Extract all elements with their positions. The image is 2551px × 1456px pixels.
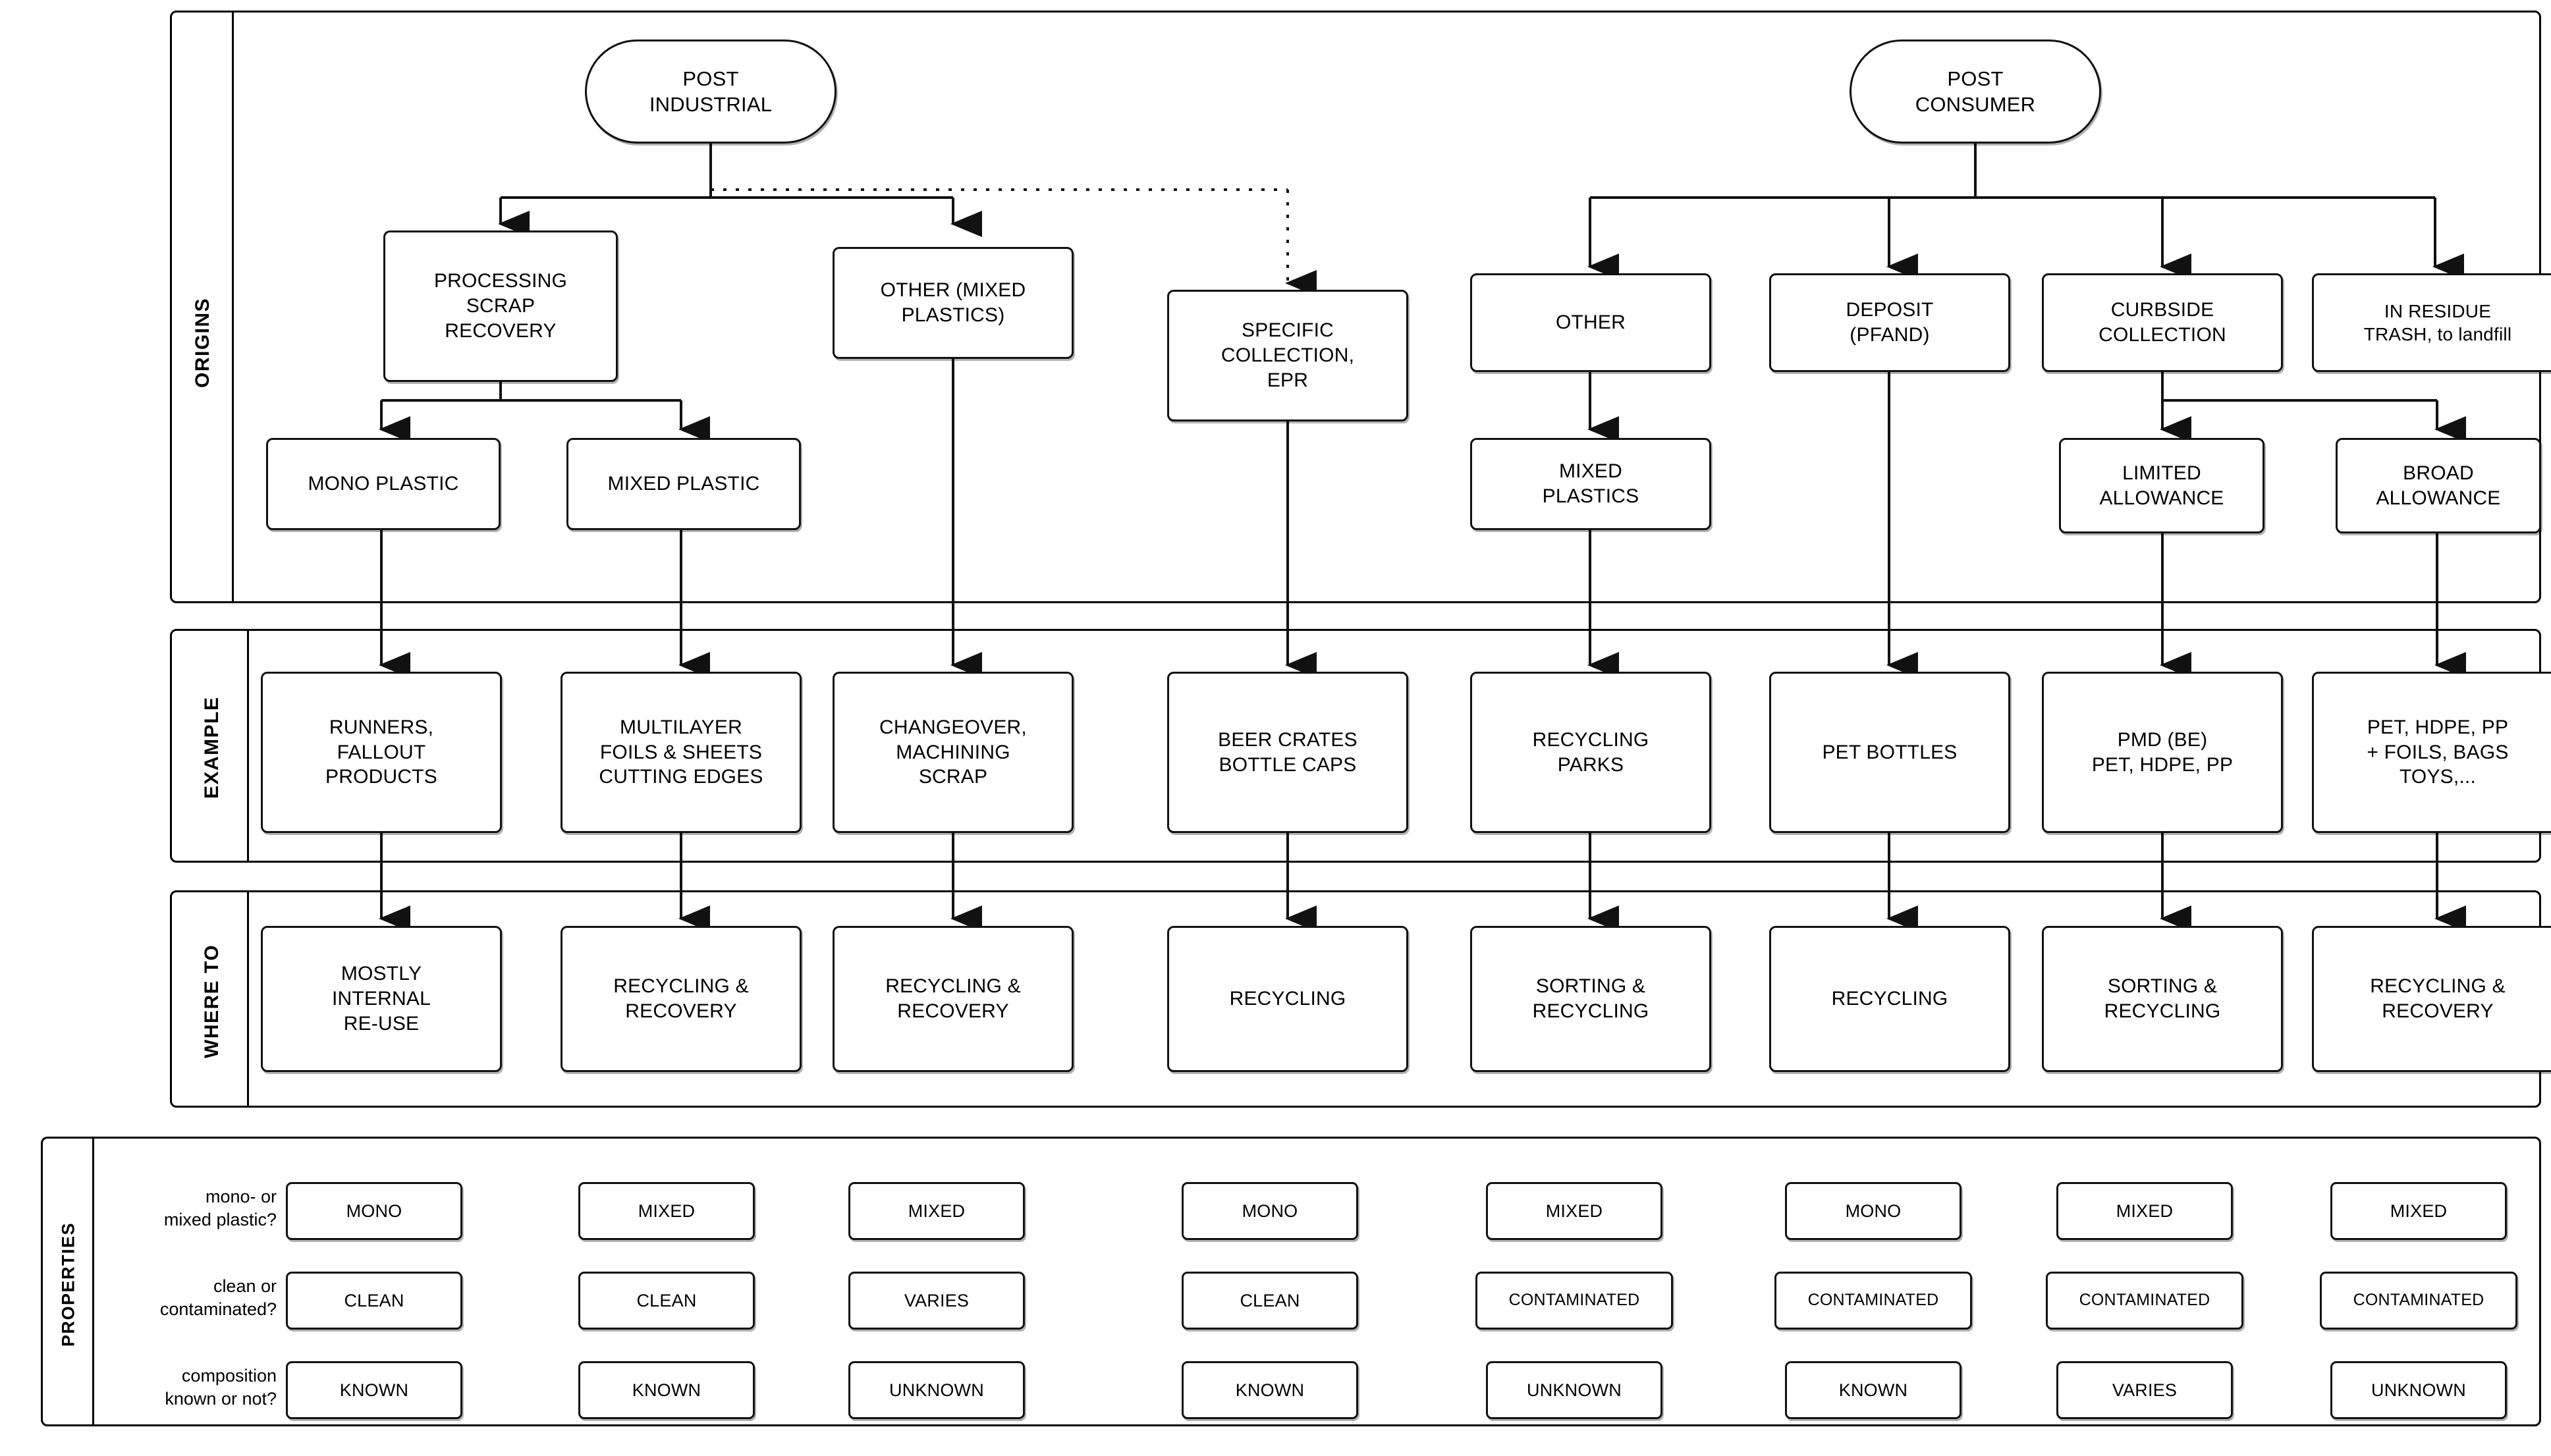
origin-other-mixed-plastics[interactable]: OTHER (MIXED PLASTICS) (833, 247, 1074, 359)
origin-mono-plastic[interactable]: MONO PLASTIC (266, 438, 501, 530)
origin-processing-scrap-recovery[interactable]: PROCESSING SCRAP RECOVERY (383, 230, 618, 382)
example-runners-fallout-products[interactable]: RUNNERS, FALLOUT PRODUCTS (261, 672, 502, 833)
band-whereto-label: WHERE TO (201, 944, 223, 1058)
example-pet-hdpe-pp-foils[interactable]: PET, HDPE, PP + FOILS, BAGS TOYS,... (2312, 672, 2551, 833)
example-pmd-be[interactable]: PMD (BE) PET, HDPE, PP (2042, 672, 2283, 833)
origin-specific-collection-epr[interactable]: SPECIFIC COLLECTION, EPR (1167, 290, 1408, 421)
band-example-label: EXAMPLE (201, 696, 223, 799)
origin-broad-allowance[interactable]: BROAD ALLOWANCE (2336, 438, 2541, 533)
band-whereto-divider (247, 890, 249, 1108)
source-post-consumer[interactable]: POST CONSUMER (1850, 40, 2101, 144)
origin-mixed-plastic[interactable]: MIXED PLASTIC (566, 438, 801, 530)
whereto-recycling-1[interactable]: RECYCLING (1167, 926, 1408, 1072)
origin-mixed-plastics[interactable]: MIXED PLASTICS (1470, 438, 1711, 530)
band-properties-divider (92, 1137, 94, 1426)
origin-curbside-collection[interactable]: CURBSIDE COLLECTION (2042, 273, 2283, 372)
property-cell-mono-mixed-6[interactable]: MONO (1785, 1182, 1961, 1240)
property-cell-clean-contaminated-6[interactable]: CONTAMINATED (1774, 1272, 1972, 1330)
property-cell-composition-3[interactable]: UNKNOWN (848, 1361, 1025, 1419)
band-example-divider (247, 629, 249, 863)
property-question-composition: composition known or not? (165, 1366, 277, 1409)
origin-other[interactable]: OTHER (1470, 273, 1711, 372)
property-cell-mono-mixed-4[interactable]: MONO (1182, 1182, 1358, 1240)
property-cell-mono-mixed-8[interactable]: MIXED (2330, 1182, 2507, 1240)
property-cell-composition-6[interactable]: KNOWN (1785, 1361, 1961, 1419)
source-post-industrial[interactable]: POST INDUSTRIAL (585, 40, 837, 144)
example-pet-bottles[interactable]: PET BOTTLES (1769, 672, 2010, 833)
band-origins-label: ORIGINS (192, 297, 213, 388)
example-recycling-parks[interactable]: RECYCLING PARKS (1470, 672, 1711, 833)
whereto-sorting-recycling-2[interactable]: SORTING & RECYCLING (2042, 926, 2283, 1072)
whereto-mostly-internal-re-use[interactable]: MOSTLY INTERNAL RE-USE (261, 926, 502, 1072)
whereto-recycling-recovery-3[interactable]: RECYCLING & RECOVERY (2312, 926, 2551, 1072)
property-cell-composition-1[interactable]: KNOWN (286, 1361, 462, 1419)
property-cell-clean-contaminated-3[interactable]: VARIES (848, 1272, 1025, 1330)
property-question-clean-contaminated: clean or contaminated? (159, 1276, 277, 1320)
property-cell-clean-contaminated-1[interactable]: CLEAN (286, 1272, 462, 1330)
origin-in-residue-trash[interactable]: IN RESIDUE TRASH, to landfill (2312, 273, 2551, 372)
whereto-recycling-recovery-2[interactable]: RECYCLING & RECOVERY (833, 926, 1074, 1072)
property-question-mono-mixed: mono- or mixed plastic? (163, 1187, 277, 1230)
property-cell-composition-7[interactable]: VARIES (2056, 1361, 2233, 1419)
property-cell-composition-5[interactable]: UNKNOWN (1486, 1361, 1662, 1419)
property-cell-clean-contaminated-7[interactable]: CONTAMINATED (2046, 1272, 2243, 1330)
property-cell-clean-contaminated-5[interactable]: CONTAMINATED (1475, 1272, 1673, 1330)
property-cell-composition-2[interactable]: KNOWN (578, 1361, 755, 1419)
property-cell-composition-8[interactable]: UNKNOWN (2330, 1361, 2507, 1419)
band-properties (41, 1137, 2541, 1426)
example-changeover-machining-scrap[interactable]: CHANGEOVER, MACHINING SCRAP (833, 672, 1074, 833)
property-cell-mono-mixed-3[interactable]: MIXED (848, 1182, 1025, 1240)
property-cell-mono-mixed-7[interactable]: MIXED (2056, 1182, 2233, 1240)
property-cell-clean-contaminated-2[interactable]: CLEAN (578, 1272, 755, 1330)
whereto-recycling-2[interactable]: RECYCLING (1769, 926, 2010, 1072)
property-cell-mono-mixed-5[interactable]: MIXED (1486, 1182, 1662, 1240)
origin-deposit-pfand[interactable]: DEPOSIT (PFAND) (1769, 273, 2010, 372)
origin-limited-allowance[interactable]: LIMITED ALLOWANCE (2059, 438, 2264, 533)
property-cell-mono-mixed-1[interactable]: MONO (286, 1182, 462, 1240)
property-cell-clean-contaminated-4[interactable]: CLEAN (1182, 1272, 1358, 1330)
whereto-sorting-recycling-1[interactable]: SORTING & RECYCLING (1470, 926, 1711, 1072)
example-multilayer-foils-sheets[interactable]: MULTILAYER FOILS & SHEETS CUTTING EDGES (561, 672, 802, 833)
band-origins-divider (232, 11, 234, 603)
property-cell-clean-contaminated-8[interactable]: CONTAMINATED (2320, 1272, 2517, 1330)
property-cell-composition-4[interactable]: KNOWN (1182, 1361, 1358, 1419)
property-cell-mono-mixed-2[interactable]: MIXED (578, 1182, 755, 1240)
example-beer-crates-bottle-caps[interactable]: BEER CRATES BOTTLE CAPS (1167, 672, 1408, 833)
whereto-recycling-recovery-1[interactable]: RECYCLING & RECOVERY (561, 926, 802, 1072)
